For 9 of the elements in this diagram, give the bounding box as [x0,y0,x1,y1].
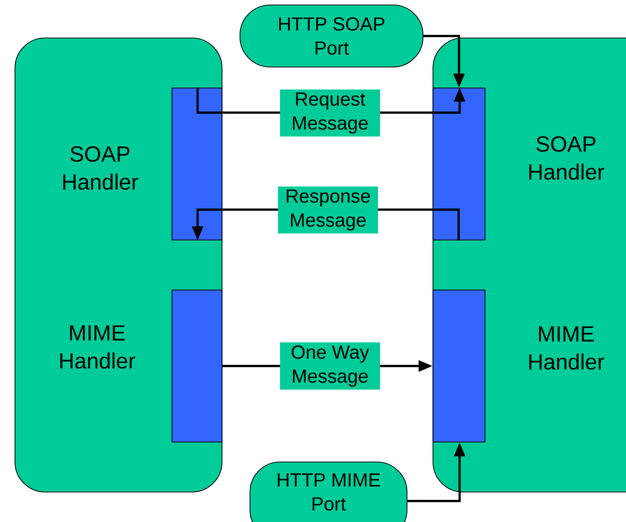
handler-block [432,88,486,240]
edge-label: Request Message [280,90,380,136]
handler-block [432,290,486,442]
port-box: HTTP SOAP Port [240,4,424,68]
handler-block [172,290,222,442]
handler-block [172,88,222,240]
port-box: HTTP MIME Port [250,462,408,522]
edge-label: Response Message [278,186,378,234]
edge-label: One Way Message [280,342,380,390]
